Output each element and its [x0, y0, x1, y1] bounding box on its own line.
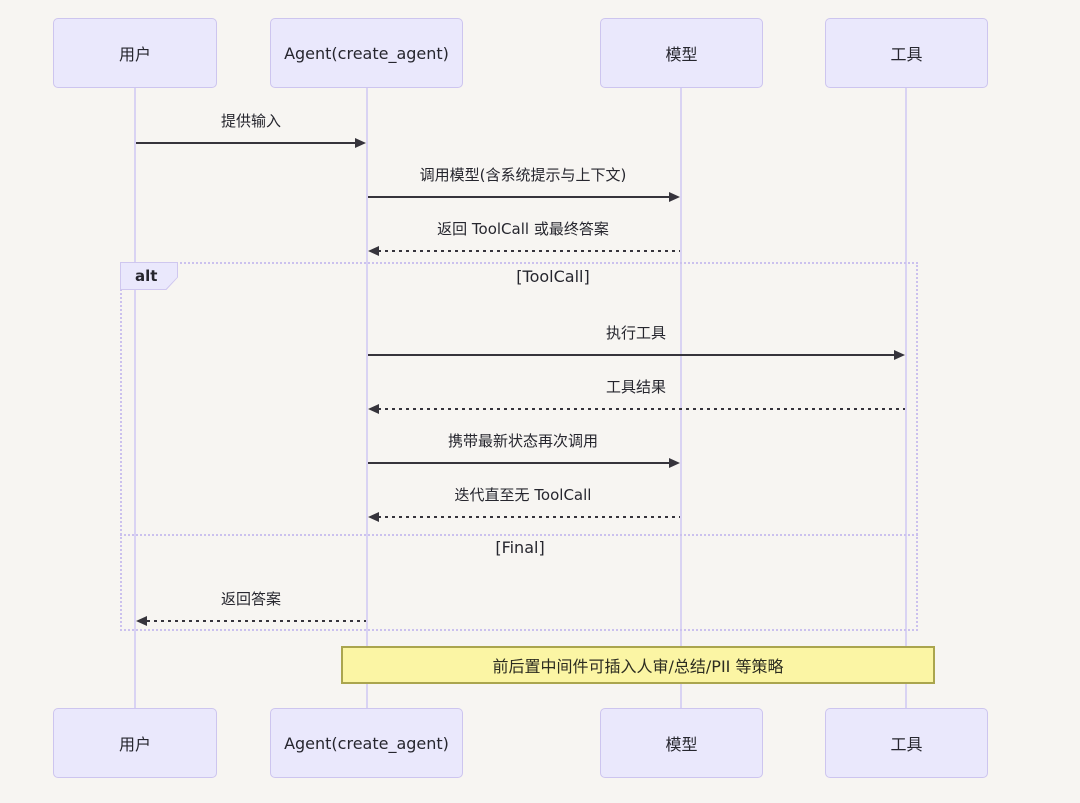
message-5-arrow — [378, 408, 905, 410]
arrowhead-left-icon — [368, 246, 379, 256]
participant-tool-top: 工具 — [825, 18, 988, 88]
lifeline-agent — [366, 88, 368, 708]
message-6-arrow — [368, 462, 671, 464]
participant-label: Agent(create_agent) — [284, 733, 449, 753]
alt-condition-toolcall: [ToolCall] — [516, 267, 590, 286]
participant-user-top: 用户 — [53, 18, 217, 88]
message-3-arrow — [378, 250, 680, 252]
arrowhead-right-icon — [669, 192, 680, 202]
message-3-label: 返回 ToolCall 或最终答案 — [437, 220, 609, 238]
message-8-label: 返回答案 — [220, 590, 282, 608]
message-1-arrow — [136, 142, 358, 144]
arrowhead-right-icon — [894, 350, 905, 360]
message-8-arrow — [147, 620, 366, 622]
lifeline-tool — [905, 88, 907, 708]
participant-user-bottom: 用户 — [53, 708, 217, 778]
message-2-arrow — [368, 196, 671, 198]
participant-tool-bottom: 工具 — [825, 708, 988, 778]
participant-label: 用户 — [118, 45, 151, 64]
message-4-arrow — [368, 354, 895, 356]
message-7-arrow — [378, 516, 680, 518]
participant-label: 模型 — [665, 735, 698, 754]
message-7-label: 迭代直至无 ToolCall — [454, 486, 592, 504]
participant-agent-bottom: Agent(create_agent) — [270, 708, 463, 778]
alt-operator-label: alt — [120, 262, 178, 290]
arrowhead-right-icon — [355, 138, 366, 148]
lifeline-model — [680, 88, 682, 708]
middleware-note-text: 前后置中间件可插入人审/总结/PII 等策略 — [492, 657, 784, 676]
alt-frame — [120, 262, 918, 631]
alt-condition-final: [Final] — [495, 538, 545, 557]
participant-label: Agent(create_agent) — [284, 43, 449, 63]
participant-label: 工具 — [890, 45, 923, 64]
arrowhead-left-icon — [136, 616, 147, 626]
arrowhead-left-icon — [368, 512, 379, 522]
middleware-note: 前后置中间件可插入人审/总结/PII 等策略 — [341, 646, 935, 684]
participant-label: 用户 — [118, 735, 151, 754]
message-6-label: 携带最新状态再次调用 — [447, 432, 599, 450]
alt-operator-text: alt — [121, 263, 177, 289]
participant-model-top: 模型 — [600, 18, 763, 88]
alt-divider — [120, 534, 918, 536]
lifeline-user — [134, 88, 136, 708]
arrowhead-left-icon — [368, 404, 379, 414]
arrowhead-right-icon — [669, 458, 680, 468]
message-1-label: 提供输入 — [220, 112, 282, 130]
message-4-label: 执行工具 — [605, 324, 667, 342]
participant-model-bottom: 模型 — [600, 708, 763, 778]
message-2-label: 调用模型(含系统提示与上下文) — [419, 166, 627, 184]
participant-label: 工具 — [890, 735, 923, 754]
message-5-label: 工具结果 — [605, 378, 667, 396]
participant-agent-top: Agent(create_agent) — [270, 18, 463, 88]
participant-label: 模型 — [665, 45, 698, 64]
